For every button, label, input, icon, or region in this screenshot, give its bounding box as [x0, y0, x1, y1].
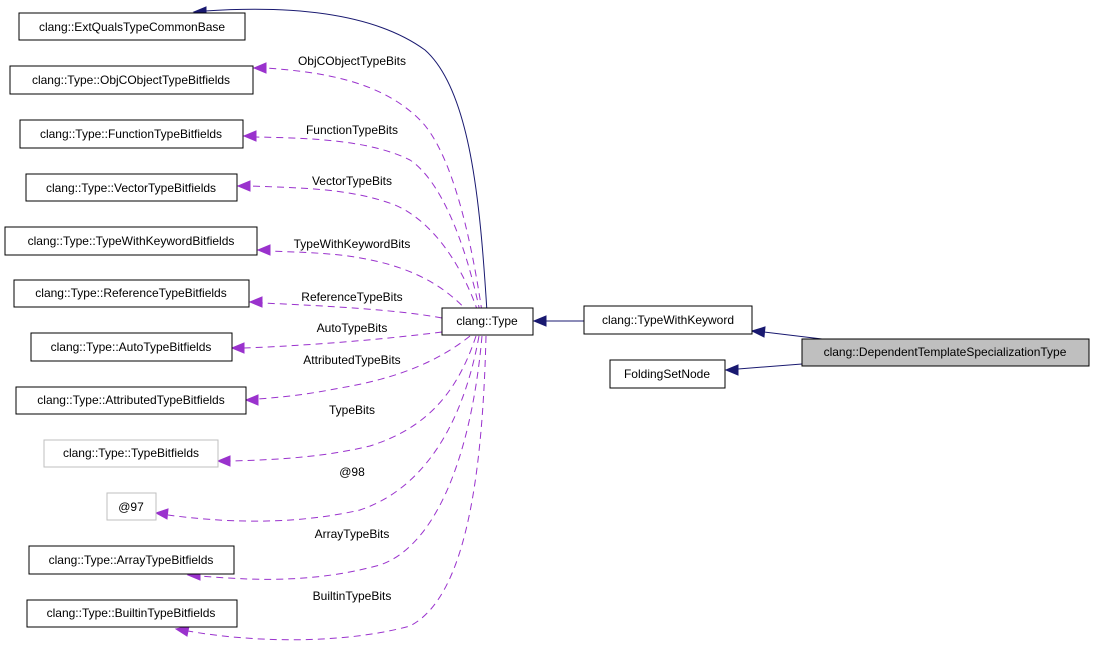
edge-labels: ObjCObjectTypeBits FunctionTypeBits Vect… — [294, 54, 411, 603]
node-label: clang::Type::BuiltinTypeBitfields — [47, 606, 216, 620]
node-box — [18, 12, 246, 41]
node-box — [583, 305, 753, 335]
node-label: clang::Type — [456, 314, 518, 328]
node-box — [13, 279, 250, 308]
edge-label-array: ArrayTypeBits — [315, 527, 390, 541]
edge-type-to-extquals — [204, 8, 488, 313]
node-box — [609, 359, 726, 389]
node-box — [9, 65, 254, 95]
edge-label-typewithkw-bf: TypeWithKeywordBits — [294, 237, 411, 251]
edge-typebf — [229, 335, 477, 462]
node-typewithkeyword[interactable]: clang::TypeWithKeyword — [583, 305, 753, 335]
edge-label-reference: ReferenceTypeBits — [301, 290, 402, 304]
arrowhead-at97 — [154, 508, 169, 520]
node-attributed[interactable]: clang::Type::AttributedTypeBitfields — [15, 386, 247, 415]
node-label: clang::Type::TypeBitfields — [63, 446, 199, 460]
node-box — [28, 545, 235, 575]
arrowhead-type — [532, 315, 547, 327]
edge-dtst-to-typewithkw — [763, 331, 823, 340]
edge-reference — [261, 302, 443, 319]
arrowhead-vector — [236, 180, 251, 192]
node-box — [441, 307, 534, 336]
node-typebitfields[interactable]: clang::Type::TypeBitfields — [43, 439, 219, 468]
node-box — [801, 338, 1090, 367]
node-array[interactable]: clang::Type::ArrayTypeBitfields — [28, 545, 235, 575]
edge-dtst-to-foldingset — [737, 363, 803, 370]
edges — [154, 6, 823, 641]
node-label: @97 — [118, 500, 144, 514]
node-label: clang::TypeWithKeyword — [602, 313, 734, 327]
node-label: clang::Type::ArrayTypeBitfields — [49, 553, 214, 567]
node-builtin[interactable]: clang::Type::BuiltinTypeBitfields — [26, 599, 238, 628]
edge-label-builtin: BuiltinTypeBits — [313, 589, 392, 603]
arrowhead-objc — [252, 62, 267, 74]
edge-label-objc: ObjCObjectTypeBits — [298, 54, 406, 68]
arrowhead-reference — [248, 296, 263, 308]
arrowhead-typebf — [216, 455, 231, 467]
node-label: clang::Type::AutoTypeBitfields — [51, 340, 212, 354]
arrowhead-typewithkw — [750, 326, 766, 338]
node-reference[interactable]: clang::Type::ReferenceTypeBitfields — [13, 279, 250, 308]
node-foldingsetnode[interactable]: FoldingSetNode — [609, 359, 726, 389]
node-at97[interactable]: @97 — [106, 492, 157, 521]
node-label: clang::Type::ReferenceTypeBitfields — [35, 286, 226, 300]
node-auto[interactable]: clang::Type::AutoTypeBitfields — [30, 332, 233, 362]
node-label: clang::ExtQualsTypeCommonBase — [39, 20, 225, 34]
arrowhead-function — [242, 130, 257, 142]
arrowhead-typewithkw-bf — [256, 244, 271, 256]
node-label: clang::Type::ObjCObjectTypeBitfields — [32, 73, 230, 87]
edge-label-function: FunctionTypeBits — [306, 123, 398, 137]
node-label: clang::Type::TypeWithKeywordBitfields — [28, 234, 235, 248]
node-function[interactable]: clang::Type::FunctionTypeBitfields — [19, 119, 244, 149]
node-label: FoldingSetNode — [624, 367, 710, 381]
node-box — [19, 119, 244, 149]
node-objc[interactable]: clang::Type::ObjCObjectTypeBitfields — [9, 65, 254, 95]
node-vector[interactable]: clang::Type::VectorTypeBitfields — [25, 173, 238, 202]
edge-label-attributed: AttributedTypeBits — [303, 353, 400, 367]
arrowhead-foldingset — [724, 364, 739, 376]
edge-label-vector: VectorTypeBits — [312, 174, 392, 188]
node-type[interactable]: clang::Type — [441, 307, 534, 336]
edge-function — [255, 136, 481, 313]
edge-vector — [249, 185, 479, 313]
edge-auto — [243, 331, 443, 349]
edge-label-typebits: TypeBits — [329, 403, 375, 417]
node-label: clang::Type::VectorTypeBitfields — [46, 181, 216, 195]
node-box — [106, 492, 157, 521]
node-label: clang::Type::FunctionTypeBitfields — [40, 127, 222, 141]
node-box — [25, 173, 238, 202]
edge-objc — [265, 67, 483, 313]
edge-label-auto: AutoTypeBits — [317, 321, 388, 335]
node-dependent-template-specialization-type[interactable]: clang::DependentTemplateSpecializationTy… — [801, 338, 1090, 367]
node-box — [26, 599, 238, 628]
arrowhead-auto — [230, 342, 245, 354]
node-typewithkw-bitfields[interactable]: clang::Type::TypeWithKeywordBitfields — [4, 226, 258, 256]
node-label: clang::DependentTemplateSpecializationTy… — [824, 345, 1067, 359]
edge-attributed — [257, 335, 471, 400]
node-box — [30, 332, 233, 362]
edge-array — [199, 335, 483, 580]
node-label: clang::Type::AttributedTypeBitfields — [37, 393, 224, 407]
edge-label-at98: @98 — [339, 465, 365, 479]
edge-typewithkw-bf — [269, 250, 471, 315]
node-box — [4, 226, 258, 256]
node-box — [43, 439, 219, 468]
node-box — [15, 386, 247, 415]
edge-at97 — [167, 335, 480, 522]
arrowhead-attributed — [244, 394, 259, 406]
node-extquals[interactable]: clang::ExtQualsTypeCommonBase — [18, 12, 246, 41]
